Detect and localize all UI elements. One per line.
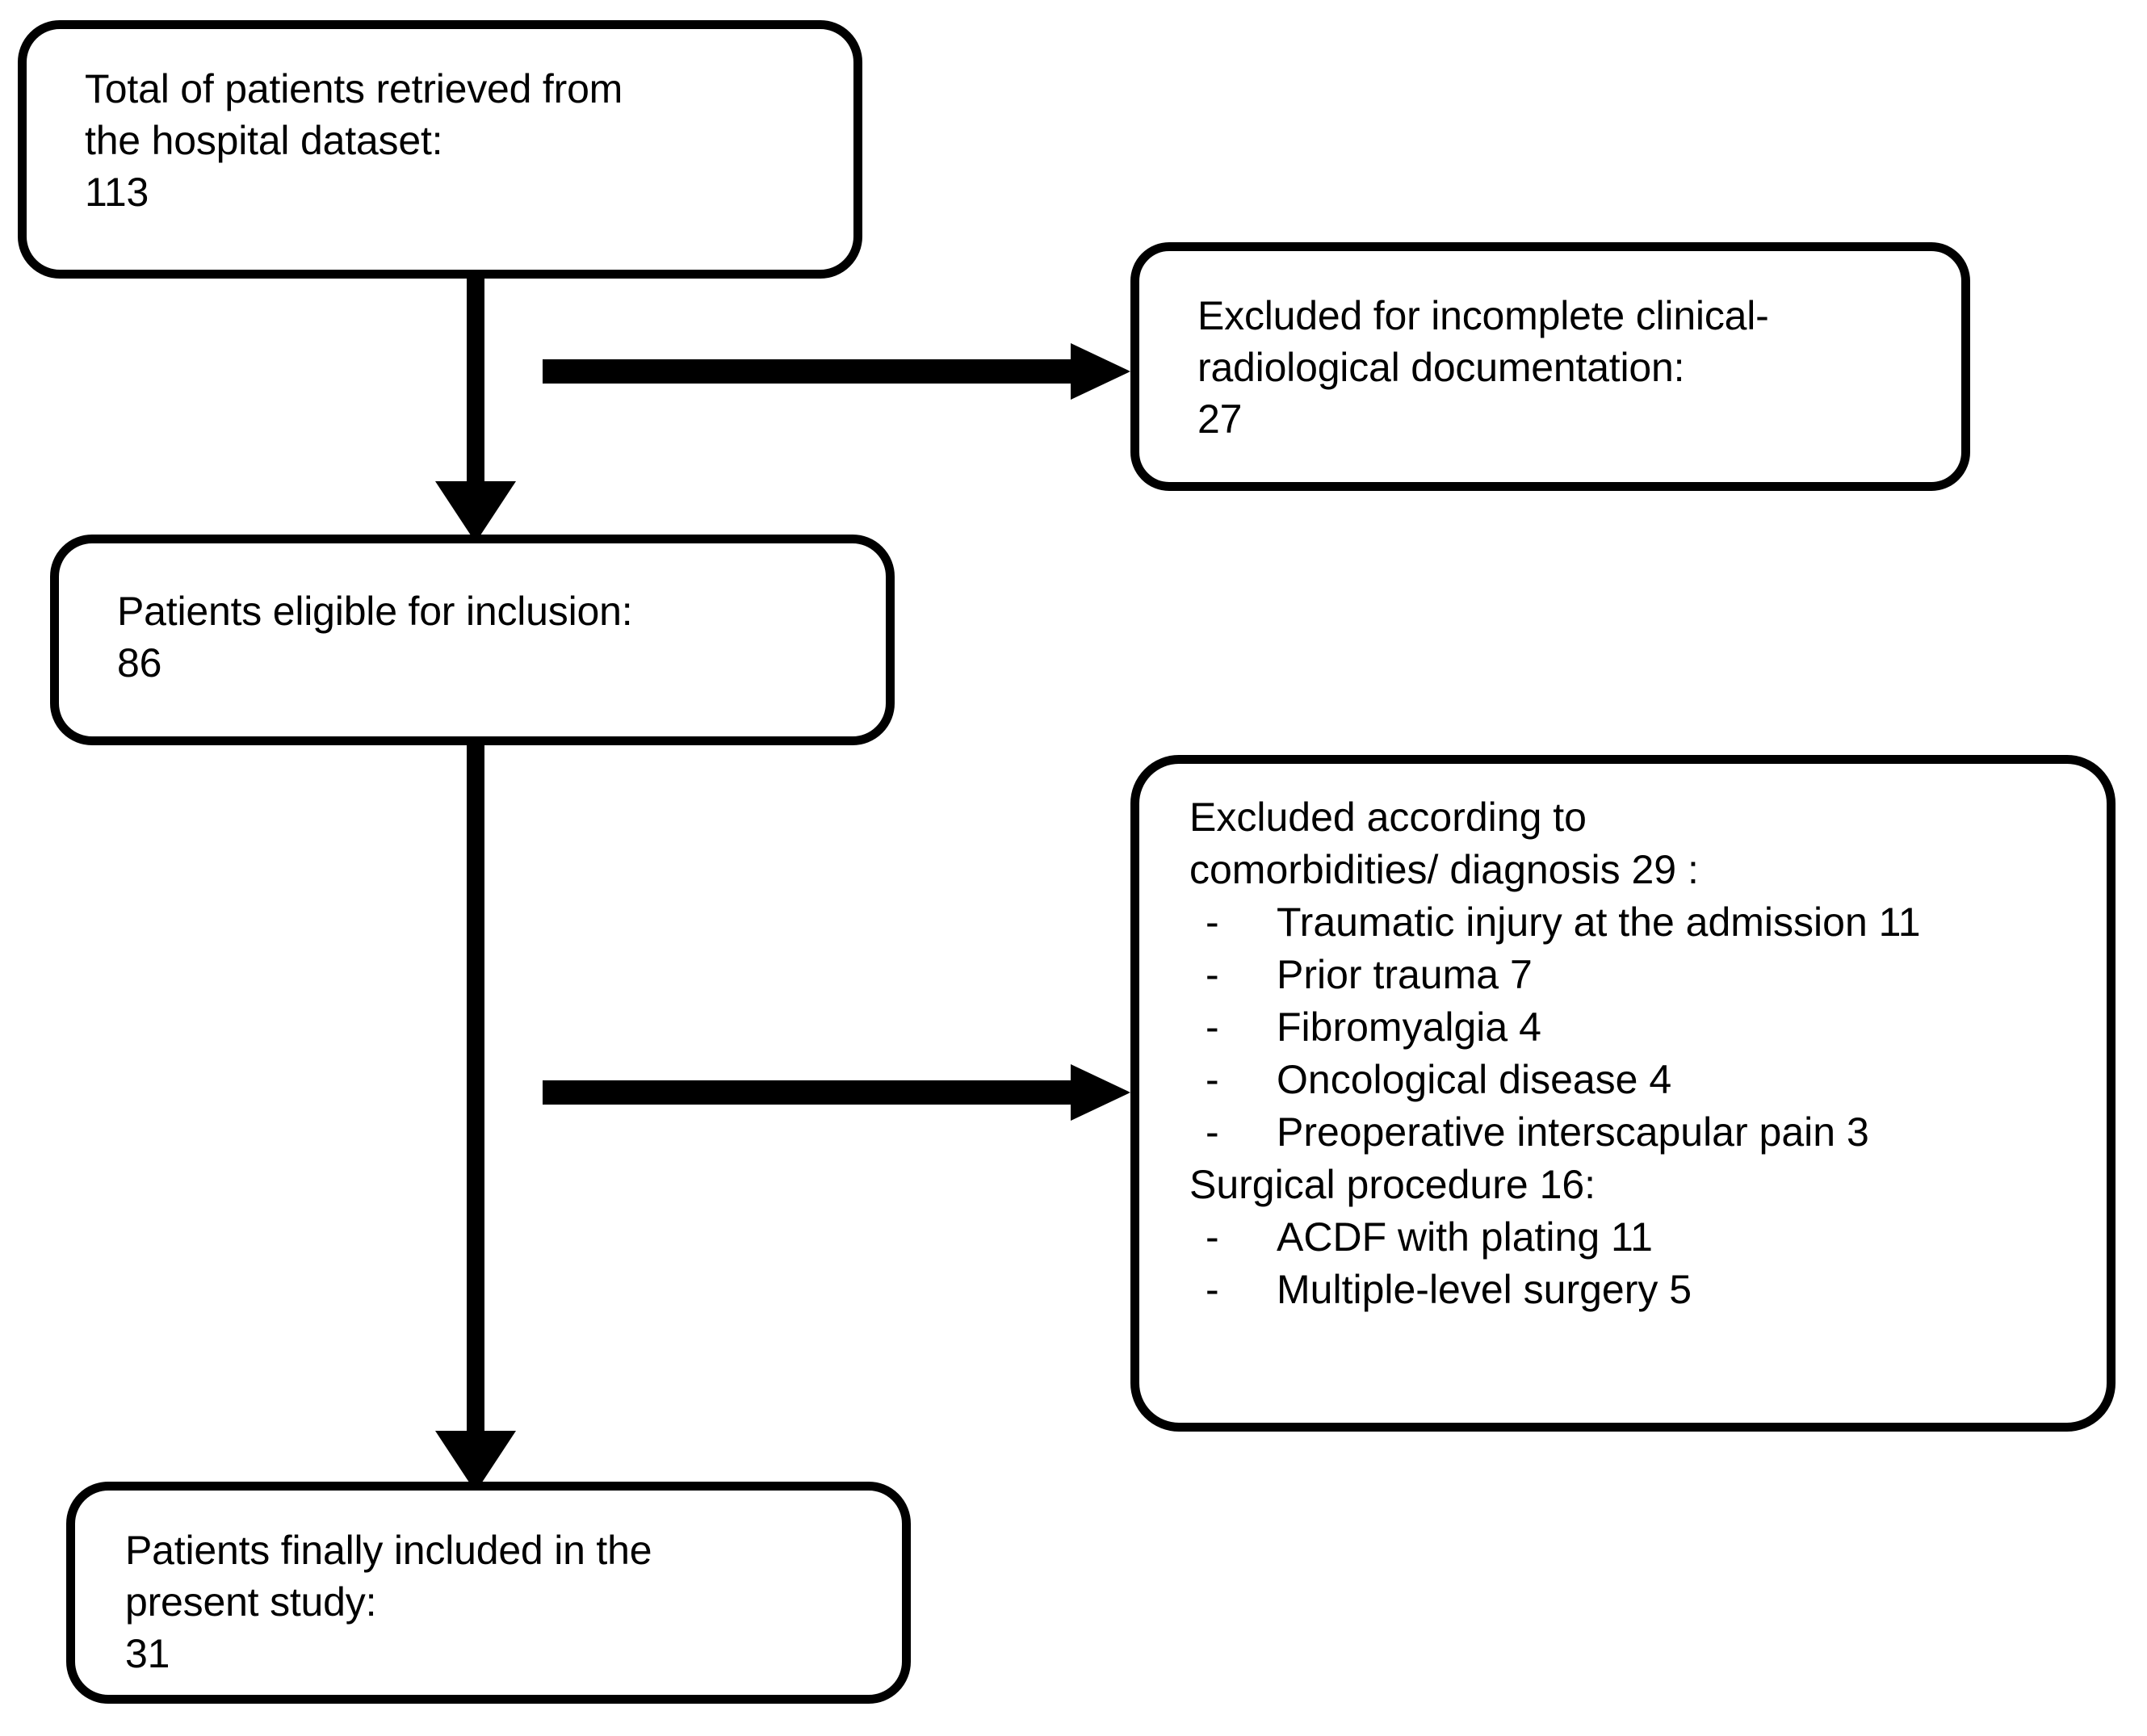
excluded-comorbidities-body: Excluded according to comorbidities/ dia…: [1189, 791, 2082, 1316]
bullet-dash-icon: -: [1206, 899, 1219, 945]
surgical-procedure-list: - ACDF with plating 11 - Multiple-level sur…: [1189, 1211, 2082, 1316]
node-eligible-patients-label: Patients eligible for inclusion: 86: [117, 589, 633, 686]
list-item: - Oncological disease 4: [1189, 1054, 2082, 1106]
list-item-label: Prior trauma 7: [1277, 952, 1533, 997]
list-item: - Traumatic injury at the admission 11: [1189, 896, 2082, 949]
node-final-included: Patients finally included in the present…: [66, 1482, 911, 1704]
connector-total-to-excluded-documentation: [543, 343, 1130, 400]
connector-eligible-to-final: [435, 745, 516, 1492]
list-item: - Fibromyalgia 4: [1189, 1001, 2082, 1054]
bullet-dash-icon: -: [1206, 952, 1219, 997]
connector-eligible-to-excluded-comorbidities: [543, 1064, 1130, 1121]
node-total-patients-label: Total of patients retrieved from the hos…: [85, 66, 623, 215]
bullet-dash-icon: -: [1206, 1214, 1219, 1260]
bullet-dash-icon: -: [1206, 1004, 1219, 1050]
connector-total-to-eligible: [435, 279, 516, 543]
list-item: - Prior trauma 7: [1189, 949, 2082, 1001]
bullet-dash-icon: -: [1206, 1267, 1219, 1312]
excluded-comorbidities-heading: Excluded according to comorbidities/ dia…: [1189, 795, 1699, 892]
node-eligible-patients: Patients eligible for inclusion: 86: [50, 535, 895, 745]
node-final-included-label: Patients finally included in the present…: [125, 1528, 652, 1676]
list-item-label: Fibromyalgia 4: [1277, 1004, 1541, 1050]
node-excluded-comorbidities: Excluded according to comorbidities/ dia…: [1130, 755, 2116, 1432]
list-item: - Multiple-level surgery 5: [1189, 1264, 2082, 1316]
list-item: - ACDF with plating 11: [1189, 1211, 2082, 1264]
node-excluded-documentation-label: Excluded for incomplete clinical- radiol…: [1197, 293, 1769, 442]
bullet-dash-icon: -: [1206, 1057, 1219, 1102]
surgical-procedure-subheading: Surgical procedure 16:: [1189, 1162, 1596, 1207]
list-item: - Preoperative interscapular pain 3: [1189, 1106, 2082, 1159]
list-item-label: Oncological disease 4: [1277, 1057, 1672, 1102]
list-item-label: Traumatic injury at the admission 11: [1277, 899, 1921, 945]
excluded-comorbidities-list: - Traumatic injury at the admission 11 - Pr…: [1189, 896, 2082, 1159]
list-item-label: ACDF with plating 11: [1277, 1214, 1653, 1260]
list-item-label: Preoperative interscapular pain 3: [1277, 1109, 1869, 1155]
list-item-label: Multiple-level surgery 5: [1277, 1267, 1692, 1312]
bullet-dash-icon: -: [1206, 1109, 1219, 1155]
node-total-patients: Total of patients retrieved from the hos…: [18, 20, 862, 279]
node-excluded-documentation: Excluded for incomplete clinical- radiol…: [1130, 242, 1970, 491]
